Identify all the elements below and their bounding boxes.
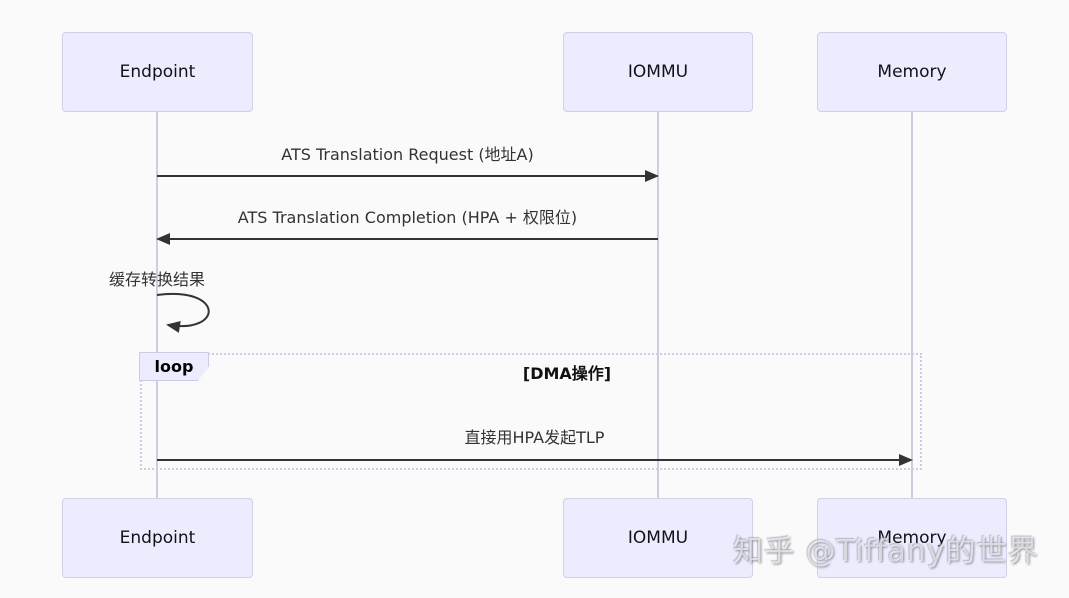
actor-memory-bottom-label: Memory xyxy=(877,528,947,548)
message-ats-completion-label: ATS Translation Completion (HPA + 权限位) xyxy=(237,208,578,227)
message-dma-tlp-label: 直接用HPA发起TLP xyxy=(464,428,605,447)
message-cache-result-label: 缓存转换结果 xyxy=(108,270,205,289)
actor-memory-top: Memory xyxy=(817,32,1007,112)
actor-iommu-bottom-label: IOMMU xyxy=(627,528,689,548)
actor-memory-top-label: Memory xyxy=(877,62,947,82)
actor-endpoint-top-label: Endpoint xyxy=(119,62,196,82)
loop-frame xyxy=(140,353,922,470)
actor-iommu-bottom: IOMMU xyxy=(563,498,753,578)
message-ats-request-label: ATS Translation Request (地址A) xyxy=(281,145,534,164)
actor-endpoint-top: Endpoint xyxy=(62,32,253,112)
watermark: 知乎 @Tiffany的世界 xyxy=(733,534,1039,569)
actor-memory-bottom: Memory xyxy=(817,498,1007,578)
actor-endpoint-bottom-label: Endpoint xyxy=(119,528,196,548)
actor-iommu-top: IOMMU xyxy=(563,32,753,112)
actor-endpoint-bottom: Endpoint xyxy=(62,498,253,578)
actor-iommu-top-label: IOMMU xyxy=(627,62,689,82)
loop-label: loop xyxy=(139,352,209,381)
loop-condition: [DMA操作] xyxy=(522,364,612,383)
arrow-self-cache xyxy=(156,292,210,333)
